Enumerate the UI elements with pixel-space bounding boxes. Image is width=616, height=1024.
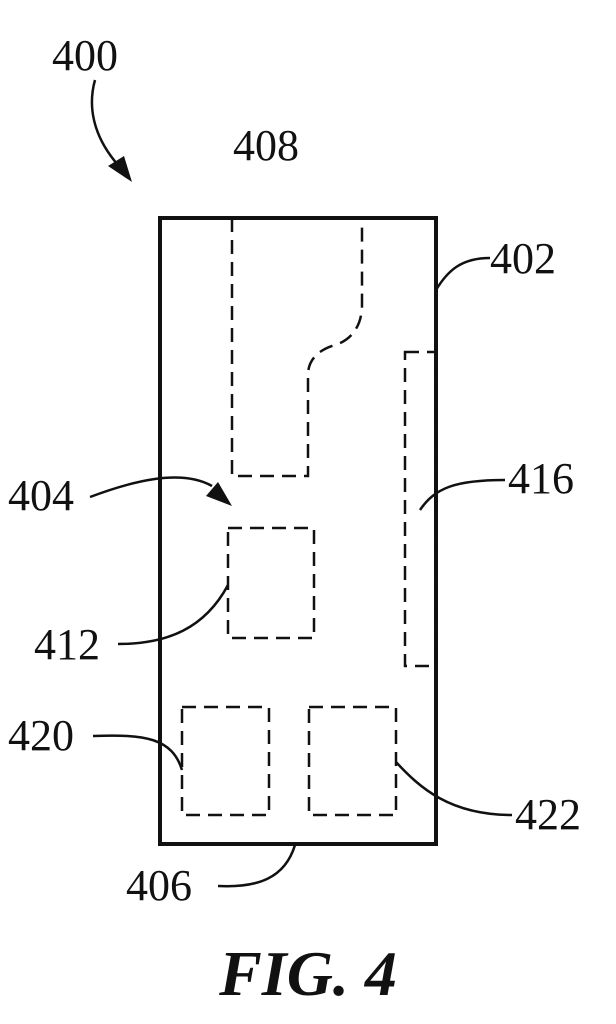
leader-420 [92, 734, 184, 771]
leader-422 [395, 761, 513, 817]
arrowhead-404 [206, 482, 232, 506]
label-406: 406 [126, 861, 192, 910]
label-422: 422 [515, 790, 581, 839]
label-404: 404 [8, 471, 74, 520]
arrowhead-400 [108, 156, 132, 182]
label-408: 408 [233, 121, 299, 170]
region-412 [226, 526, 316, 640]
leader-402 [434, 256, 491, 291]
label-420: 420 [8, 711, 74, 760]
leader-404 [89, 476, 213, 499]
region-420 [180, 705, 271, 817]
leader-416 [418, 478, 506, 511]
device-outline [158, 216, 438, 846]
label-416: 416 [508, 454, 574, 503]
region-422 [307, 705, 398, 817]
label-402: 402 [490, 234, 556, 283]
label-412: 412 [34, 620, 100, 669]
label-400: 400 [52, 31, 118, 80]
region-408 [230, 218, 364, 478]
leader-400 [90, 79, 119, 166]
figure-caption: FIG. 4 [218, 938, 397, 1009]
leader-406 [217, 844, 297, 888]
region-416 [403, 350, 438, 668]
leader-412 [117, 584, 230, 646]
